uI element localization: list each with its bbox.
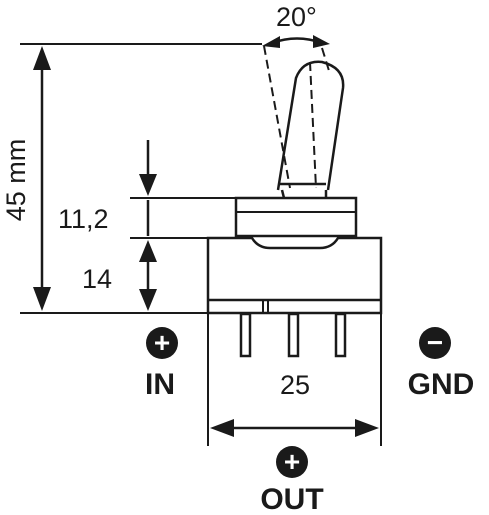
height-14-dimension	[139, 240, 157, 311]
gnd-label: GND	[408, 368, 475, 401]
height-45-dimension	[33, 46, 51, 311]
out-label: OUT	[260, 483, 323, 515]
height-total-label: 45 mm	[1, 139, 31, 222]
pin-gnd	[334, 312, 347, 358]
in-sign: +	[154, 327, 170, 358]
pin-in	[239, 312, 252, 358]
terminal-pins	[239, 312, 347, 358]
out-sign: +	[284, 446, 300, 477]
width-25-dimension	[207, 313, 382, 446]
switch-body	[206, 196, 383, 315]
angle-20-dimension	[262, 35, 330, 48]
plus-circle-icon	[146, 327, 178, 359]
toggle-lever	[276, 60, 345, 199]
plus-circle-icon	[276, 446, 308, 478]
angle-label: 20°	[276, 2, 317, 32]
in-terminal-marker: + IN	[145, 327, 178, 401]
pin-out	[287, 312, 300, 358]
toggle-lever-alt-position	[263, 45, 331, 189]
in-label: IN	[145, 368, 175, 401]
gnd-sign: −	[427, 327, 443, 358]
width-label: 25	[280, 370, 310, 400]
out-terminal-marker: + OUT	[260, 446, 324, 515]
height-upper-label: 11,2	[58, 204, 109, 234]
height-11-2-dimension	[139, 140, 157, 236]
minus-circle-icon	[419, 327, 451, 359]
height-lower-label: 14	[82, 264, 112, 294]
gnd-terminal-marker: − GND	[408, 327, 475, 401]
